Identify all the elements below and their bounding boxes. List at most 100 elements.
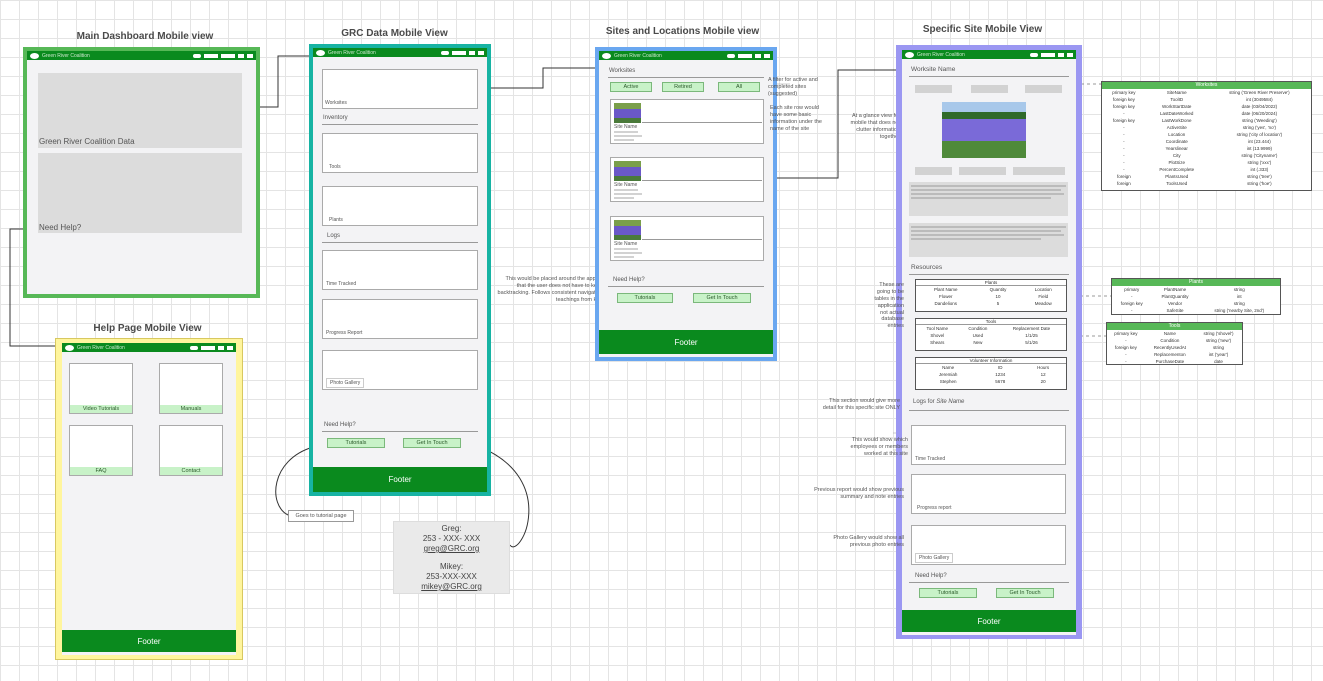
db-cell: primary key [1112, 90, 1136, 95]
time-tracked-card[interactable]: Time Tracked [911, 425, 1066, 465]
db-cell: - [1123, 132, 1125, 137]
need-help-heading: Need Help? [613, 277, 645, 283]
goes-to-tutorial-note: Goes to tutorial page [288, 510, 354, 522]
logo-icon[interactable] [316, 49, 325, 56]
db-cell: string ('Weeding') [1242, 118, 1277, 123]
nav-item[interactable] [204, 53, 218, 58]
db-cell: Condition [1160, 338, 1180, 343]
db-cell: Name [1163, 331, 1176, 336]
photo-note: Photo Gallery would show all previous ph… [833, 535, 904, 548]
nav-item[interactable] [238, 53, 244, 58]
db-cell: date [1214, 359, 1223, 364]
help-card-contact[interactable]: Contact [159, 425, 223, 476]
site-name: Site Name [614, 124, 638, 130]
contact-phone: 253-XXX-XXX [426, 572, 477, 581]
nav-item[interactable] [201, 345, 215, 350]
nav-item[interactable] [738, 53, 752, 58]
nav-item[interactable] [452, 50, 466, 55]
nav-item[interactable] [1067, 52, 1073, 57]
app-header: Green River Coalition [62, 343, 236, 352]
db-cell: - [1123, 111, 1125, 116]
contact-name: Mikey: [439, 562, 464, 571]
profile-icon[interactable] [1030, 52, 1038, 57]
db-cell: primary [1124, 287, 1140, 292]
progress-report-card[interactable]: Progress report [911, 474, 1066, 514]
db-cell: foreign key [1112, 118, 1135, 123]
nav-item[interactable] [764, 53, 770, 58]
contact-name: Greg: [441, 524, 462, 533]
db-cell: Location [1168, 132, 1186, 137]
db-cell: PlantsUsed [1165, 174, 1189, 179]
nav-item[interactable] [1058, 52, 1064, 57]
previous-note: Previous report would show previous summ… [814, 487, 904, 500]
nav-item[interactable] [1041, 52, 1055, 57]
logo-icon[interactable] [905, 51, 914, 58]
logo-icon[interactable] [602, 52, 611, 59]
nav-item[interactable] [247, 53, 253, 58]
get-in-touch-button[interactable]: Get In Touch [996, 588, 1054, 598]
nav-item[interactable] [478, 50, 484, 55]
site-photo [942, 102, 1026, 158]
profile-icon[interactable] [193, 53, 201, 58]
get-in-touch-button[interactable]: Get In Touch [693, 293, 751, 303]
nav-item[interactable] [755, 53, 761, 58]
db-cell: foreign [1116, 181, 1131, 186]
nav-item[interactable] [227, 345, 233, 350]
navigation-note: This would be placed around the app so t… [497, 276, 603, 303]
db-cell: int (.333) [1250, 167, 1269, 172]
tutorials-button[interactable]: Tutorials [617, 293, 673, 303]
profile-icon[interactable] [190, 345, 198, 350]
logo-icon[interactable] [65, 344, 74, 351]
tools-card[interactable]: Tools [322, 133, 478, 173]
tutorials-button[interactable]: Tutorials [919, 588, 977, 598]
site-row[interactable]: Site Name [610, 157, 764, 202]
progress-report-card[interactable]: Progress Report [322, 299, 478, 339]
get-in-touch-button[interactable]: Get In Touch [403, 438, 461, 448]
db-cell: string ('nearby Site, 2nd') [1214, 308, 1265, 313]
db-cell: LastDateWorked [1159, 111, 1194, 116]
help-card[interactable]: Need Help? [38, 153, 242, 233]
help-card-videos[interactable]: Video Tutorials [69, 363, 133, 414]
photo-gallery-card[interactable]: Photo Gallery [322, 350, 478, 390]
logs-heading: Logs for Site Name [913, 399, 965, 405]
time-tracked-card[interactable]: Time Tracked [322, 250, 478, 290]
brand-name: Green River Coalition [77, 344, 125, 351]
db-cell: Coordinate [1165, 139, 1188, 144]
inventory-heading: Inventory [323, 115, 348, 121]
nav-item[interactable] [218, 345, 224, 350]
db-cell: - [1125, 352, 1127, 357]
profile-icon[interactable] [727, 53, 735, 58]
nav-item[interactable] [221, 53, 235, 58]
app-header: Green River Coalition [599, 51, 773, 60]
filter-all[interactable]: All [718, 82, 760, 92]
nav-item[interactable] [469, 50, 475, 55]
sites-frame: Green River Coalition Worksites Active R… [595, 47, 777, 361]
help-card-manuals[interactable]: Manuals [159, 363, 223, 414]
site-row[interactable]: Site Name [610, 216, 764, 261]
plants-card[interactable]: Plants [322, 186, 478, 226]
filter-active[interactable]: Active [610, 82, 652, 92]
contact-email[interactable]: greg@GRC.org [423, 544, 480, 553]
contact-email[interactable]: mikey@GRC.org [421, 582, 482, 591]
db-cell: Vendor [1167, 301, 1183, 306]
profile-icon[interactable] [441, 50, 449, 55]
worksites-card[interactable]: Worksites [322, 69, 478, 109]
section-note: This section would give more detail for … [822, 398, 900, 411]
db-cell: string [1233, 287, 1245, 292]
tutorials-button[interactable]: Tutorials [327, 438, 385, 448]
help-card-faq[interactable]: FAQ [69, 425, 133, 476]
app-header: Green River Coalition [27, 51, 256, 60]
logo-icon[interactable] [30, 52, 39, 59]
filter-retired[interactable]: Retired [662, 82, 704, 92]
data-card[interactable]: Green River Coalition Data [38, 73, 242, 148]
photo-gallery-card[interactable]: Photo Gallery [911, 525, 1066, 565]
site-row[interactable]: Site Name [610, 99, 764, 144]
dashboard-title: Main Dashboard Mobile view [76, 31, 214, 42]
